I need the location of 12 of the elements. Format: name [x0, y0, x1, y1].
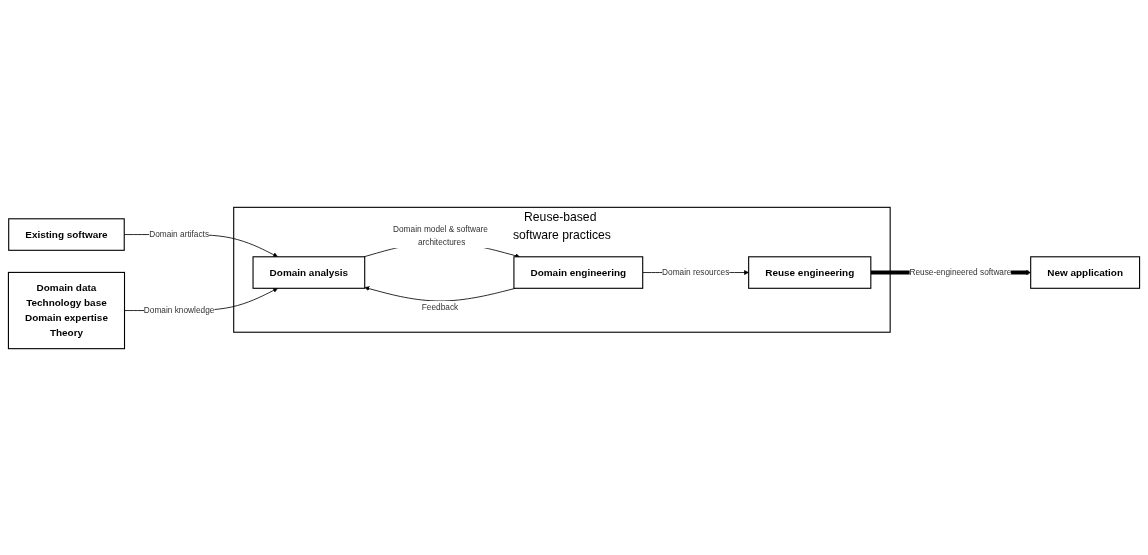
edge-label: Reuse-engineered software — [909, 266, 1012, 277]
edge-label: Domain model & software architectures — [393, 224, 488, 246]
edge-label: Domain resources — [662, 266, 730, 277]
node-box: Domain engineering — [513, 255, 644, 289]
node-box: New application — [1030, 255, 1141, 289]
edge-label: Domain knowledge — [143, 304, 215, 315]
node-box: Existing software — [8, 217, 125, 251]
edge-label: Domain artifacts — [149, 228, 210, 239]
node-box: Domain data Technology base Domain expertise Theory — [7, 271, 126, 349]
edge-label: Feedback — [421, 301, 459, 312]
node-box: Domain analysis — [252, 255, 366, 289]
node-box: Reuse engineering — [748, 255, 872, 289]
